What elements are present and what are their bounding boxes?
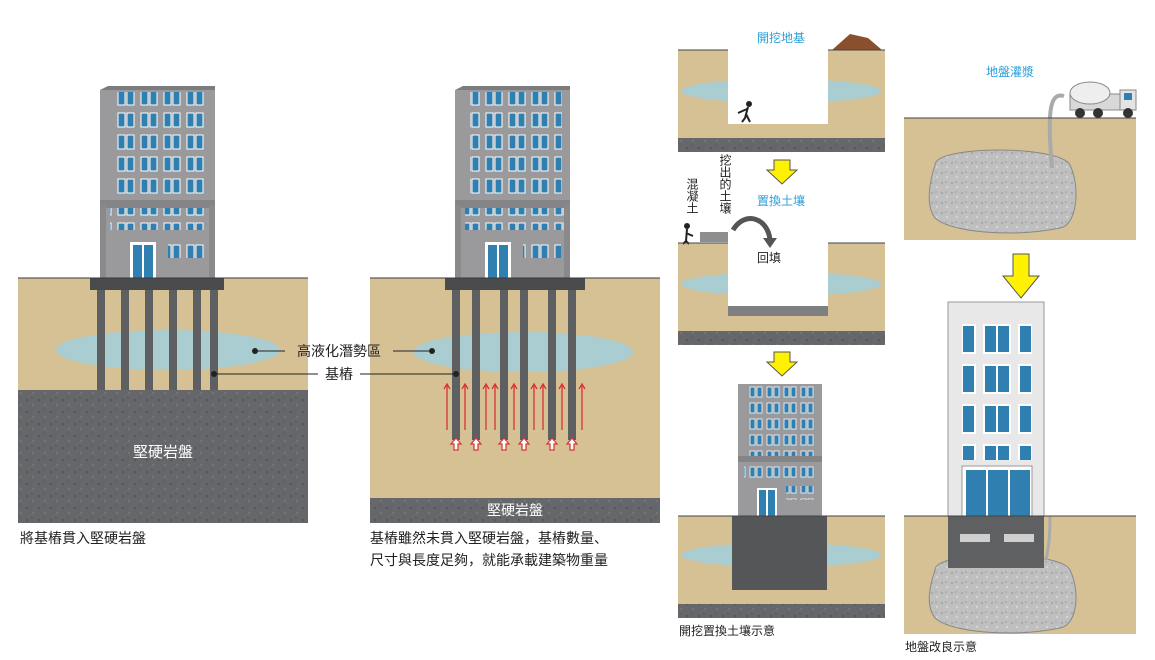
pile bbox=[568, 290, 576, 440]
panel-4-ground-improvement: 地盤灌漿 bbox=[904, 64, 1137, 634]
callouts: 高液化潛勢區 基樁 bbox=[211, 343, 459, 383]
soil-pile bbox=[832, 34, 882, 50]
pile bbox=[169, 290, 177, 390]
rock-label: 堅硬岩盤 bbox=[133, 443, 193, 461]
panel-1-rock-piles: 堅硬岩盤 bbox=[18, 86, 308, 523]
friction-force-arrows bbox=[443, 382, 586, 430]
result-step bbox=[904, 301, 1136, 634]
mixer-truck-icon bbox=[1069, 81, 1137, 118]
result-step bbox=[678, 384, 885, 618]
rock-label: 堅硬岩盤 bbox=[487, 503, 543, 519]
replacement-step bbox=[678, 216, 885, 345]
pile bbox=[500, 290, 508, 440]
building bbox=[455, 86, 570, 278]
grouting-step bbox=[904, 81, 1137, 240]
excavated-soil-label: 挖出的土壤 bbox=[718, 153, 732, 214]
panel-2-friction-piles: 堅硬岩盤 bbox=[370, 86, 660, 523]
panel-2-caption-line-2: 尺寸與長度足夠，就能承載建築物重量 bbox=[370, 553, 608, 569]
arrow-down-icon bbox=[765, 351, 799, 377]
excavation-label: 開挖地基 bbox=[757, 30, 805, 45]
hard-rock-layer bbox=[370, 498, 660, 523]
pile-group bbox=[452, 290, 576, 440]
arrow-down-icon bbox=[765, 159, 799, 185]
pile bbox=[452, 290, 460, 440]
panel-1-caption: 將基樁貫入堅硬岩盤 bbox=[20, 531, 146, 547]
concrete-slab bbox=[728, 306, 828, 316]
grouting-label: 地盤灌漿 bbox=[986, 64, 1034, 79]
pile bbox=[121, 290, 129, 390]
backfill-label: 回填 bbox=[757, 251, 781, 265]
replaced-foundation bbox=[732, 516, 827, 590]
soil-layer bbox=[370, 278, 660, 498]
pile bbox=[145, 290, 153, 390]
excavation-step bbox=[678, 34, 885, 152]
pile-group bbox=[97, 290, 218, 390]
end-bearing-arrows bbox=[449, 437, 579, 451]
panel-3-caption: 開挖置換土壤示意 bbox=[679, 624, 776, 638]
building bbox=[100, 86, 215, 278]
arrow-down-icon bbox=[1001, 253, 1041, 299]
worker-icon bbox=[737, 101, 752, 123]
panel-4-caption: 地盤改良示意 bbox=[905, 640, 978, 654]
panel-2-caption-line-1: 基樁雖然未貫入堅硬岩盤，基樁數量、 bbox=[370, 531, 608, 547]
pile bbox=[193, 290, 201, 390]
pile-cap bbox=[90, 278, 224, 290]
pile bbox=[472, 290, 480, 440]
grout-pipe bbox=[1047, 93, 1065, 169]
liquefaction-zone bbox=[56, 330, 280, 370]
grout-zone bbox=[928, 149, 1077, 234]
pile bbox=[97, 290, 105, 390]
concrete-label: 混凝土 bbox=[685, 178, 699, 214]
pile bbox=[548, 290, 556, 440]
pile bbox=[210, 290, 218, 390]
pile-cap bbox=[445, 278, 585, 290]
panel-3-soil-replacement: 開挖地基 置換土壤 挖出的土壤 混凝土 回填 bbox=[678, 30, 885, 618]
hard-rock-layer bbox=[18, 390, 308, 523]
liquefaction-label: 高液化潛勢區 bbox=[297, 343, 381, 360]
replacement-label: 置換土壤 bbox=[757, 193, 805, 208]
worker-icon bbox=[682, 223, 694, 245]
pile-label: 基樁 bbox=[325, 366, 353, 383]
pile bbox=[520, 290, 528, 440]
